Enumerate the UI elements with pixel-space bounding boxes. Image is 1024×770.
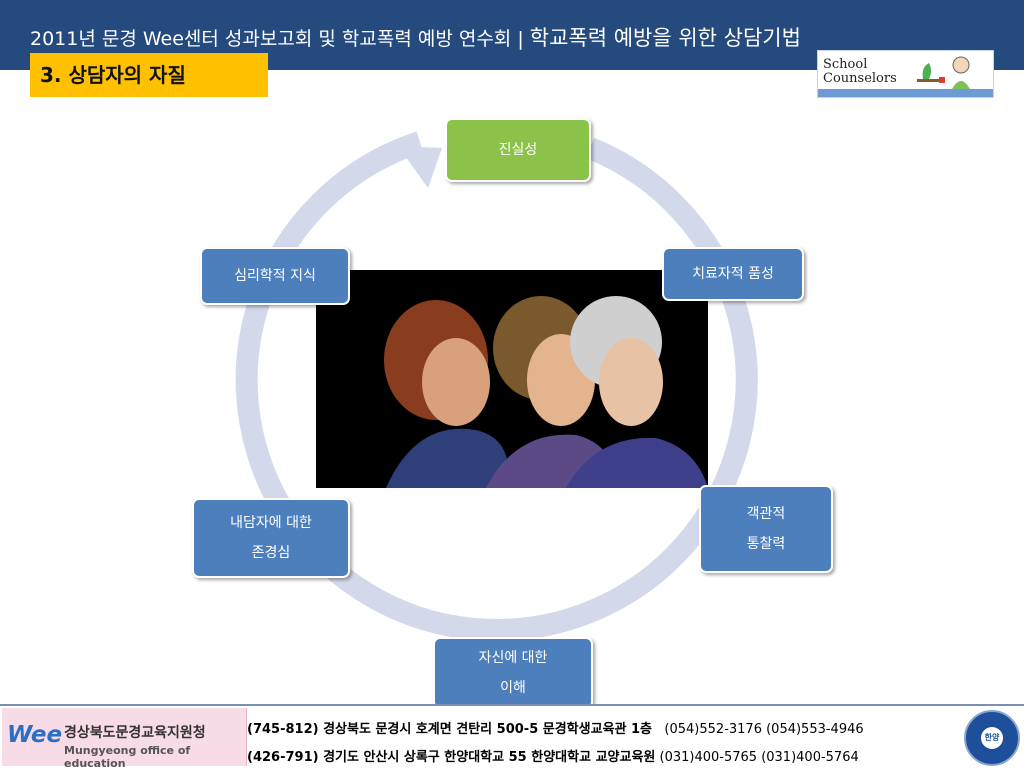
- cycle-arrowhead: [398, 146, 442, 188]
- footer-address: (426-791) 경기도 안산시 상록구 한양대학교 55 한양대학교 교양교…: [247, 750, 656, 765]
- university-seal-icon: 한양: [964, 710, 1020, 766]
- node-label: 치료자적 품성: [692, 266, 774, 282]
- org-name-en: Mungyeong office of education: [64, 744, 191, 770]
- node-psychology-knowledge: 심리학적 지식: [200, 247, 350, 305]
- node-label-line2: 존경심: [251, 545, 291, 561]
- header-title-sub: 학교폭력 예방을 위한 상담기법: [529, 26, 801, 50]
- node-sincerity: 진실성: [445, 118, 591, 182]
- footer-address: (745-812) 경상북도 문경시 호계면 견탄리 500-5 문경학생교육관…: [247, 722, 653, 737]
- footer-phones: (031)400-5765 (031)400-5764: [659, 750, 859, 765]
- photo-three-generations: [316, 270, 708, 488]
- node-objective-insight: 객관적 통찰력: [699, 485, 833, 573]
- footer-address-line-1: (745-812) 경상북도 문경시 호계면 견탄리 500-5 문경학생교육관…: [247, 718, 864, 737]
- node-label-line1: 객관적: [746, 506, 786, 522]
- footer: Wee 경상북도문경교육지원청 Mungyeong office of educ…: [0, 704, 1024, 770]
- node-respect-for-client: 내담자에 대한 존경심: [192, 498, 350, 578]
- footer-address-line-2: (426-791) 경기도 안산시 상록구 한양대학교 55 한양대학교 교양교…: [247, 746, 859, 765]
- node-label-line2: 이해: [500, 680, 526, 696]
- wee-logo-mark: Wee: [7, 722, 63, 748]
- org-logo: Wee 경상북도문경교육지원청 Mungyeong office of educ…: [2, 708, 247, 770]
- org-name-kr: 경상북도문경교육지원청: [64, 725, 206, 741]
- node-self-understanding: 자신에 대한 이해: [433, 637, 593, 709]
- node-label: 진실성: [498, 142, 538, 158]
- footer-phones: (054)552-3176 (054)553-4946: [664, 722, 864, 737]
- node-label: 심리학적 지식: [234, 268, 316, 284]
- logo-bar: [818, 89, 993, 97]
- section-title: 3. 상담자의 자질: [30, 53, 268, 97]
- node-label-line2: 통찰력: [746, 536, 786, 552]
- counselor-illustration-icon: [917, 56, 971, 91]
- header-title-main: 2011년 문경 Wee센터 성과보고회 및 학교폭력 예방 연수회 |: [30, 28, 530, 50]
- header-title: 2011년 문경 Wee센터 성과보고회 및 학교폭력 예방 연수회 | 학교폭…: [30, 22, 801, 52]
- node-label-line1: 자신에 대한: [478, 650, 548, 666]
- node-label-line1: 내담자에 대한: [230, 515, 312, 531]
- seal-label: 한양: [981, 727, 1003, 749]
- node-therapeutic-character: 치료자적 품성: [662, 247, 804, 301]
